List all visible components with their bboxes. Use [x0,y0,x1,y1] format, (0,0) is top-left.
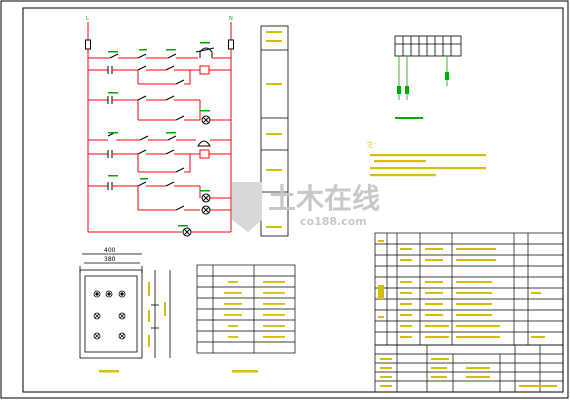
watermark-brand: 土木在线 [268,182,380,215]
relay-coil-2 [199,149,210,159]
title-block [374,344,564,393]
bom-table [196,264,296,373]
bell [199,47,213,58]
phase-label: L [86,16,89,22]
terminal-block [394,35,462,119]
notes: 注： [367,141,486,177]
component-tags [108,42,210,227]
cabinet-front-view: 400 380 [79,247,171,373]
fuse-left [85,39,91,50]
watermark-logo-icon [232,182,262,232]
fuse-right [228,39,234,50]
control-circuit-schematic: L N [85,16,234,237]
relay-coil-1 [199,65,210,75]
dim-outer: 400 [104,247,116,254]
neutral-label: N [229,16,233,22]
stop-button-1 [109,53,119,59]
cabinet-inner [84,275,138,353]
equipment-table [374,232,564,346]
watermark-domain: co188.com [300,215,367,228]
cabinet-outer [79,269,143,359]
notes-title: 注： [367,141,379,149]
sheet-inner-border [22,7,564,393]
dim-inner: 380 [104,256,116,263]
watermark: 土木在线 co188.com [232,182,380,232]
bell-2 [197,140,211,147]
function-column [260,25,289,237]
